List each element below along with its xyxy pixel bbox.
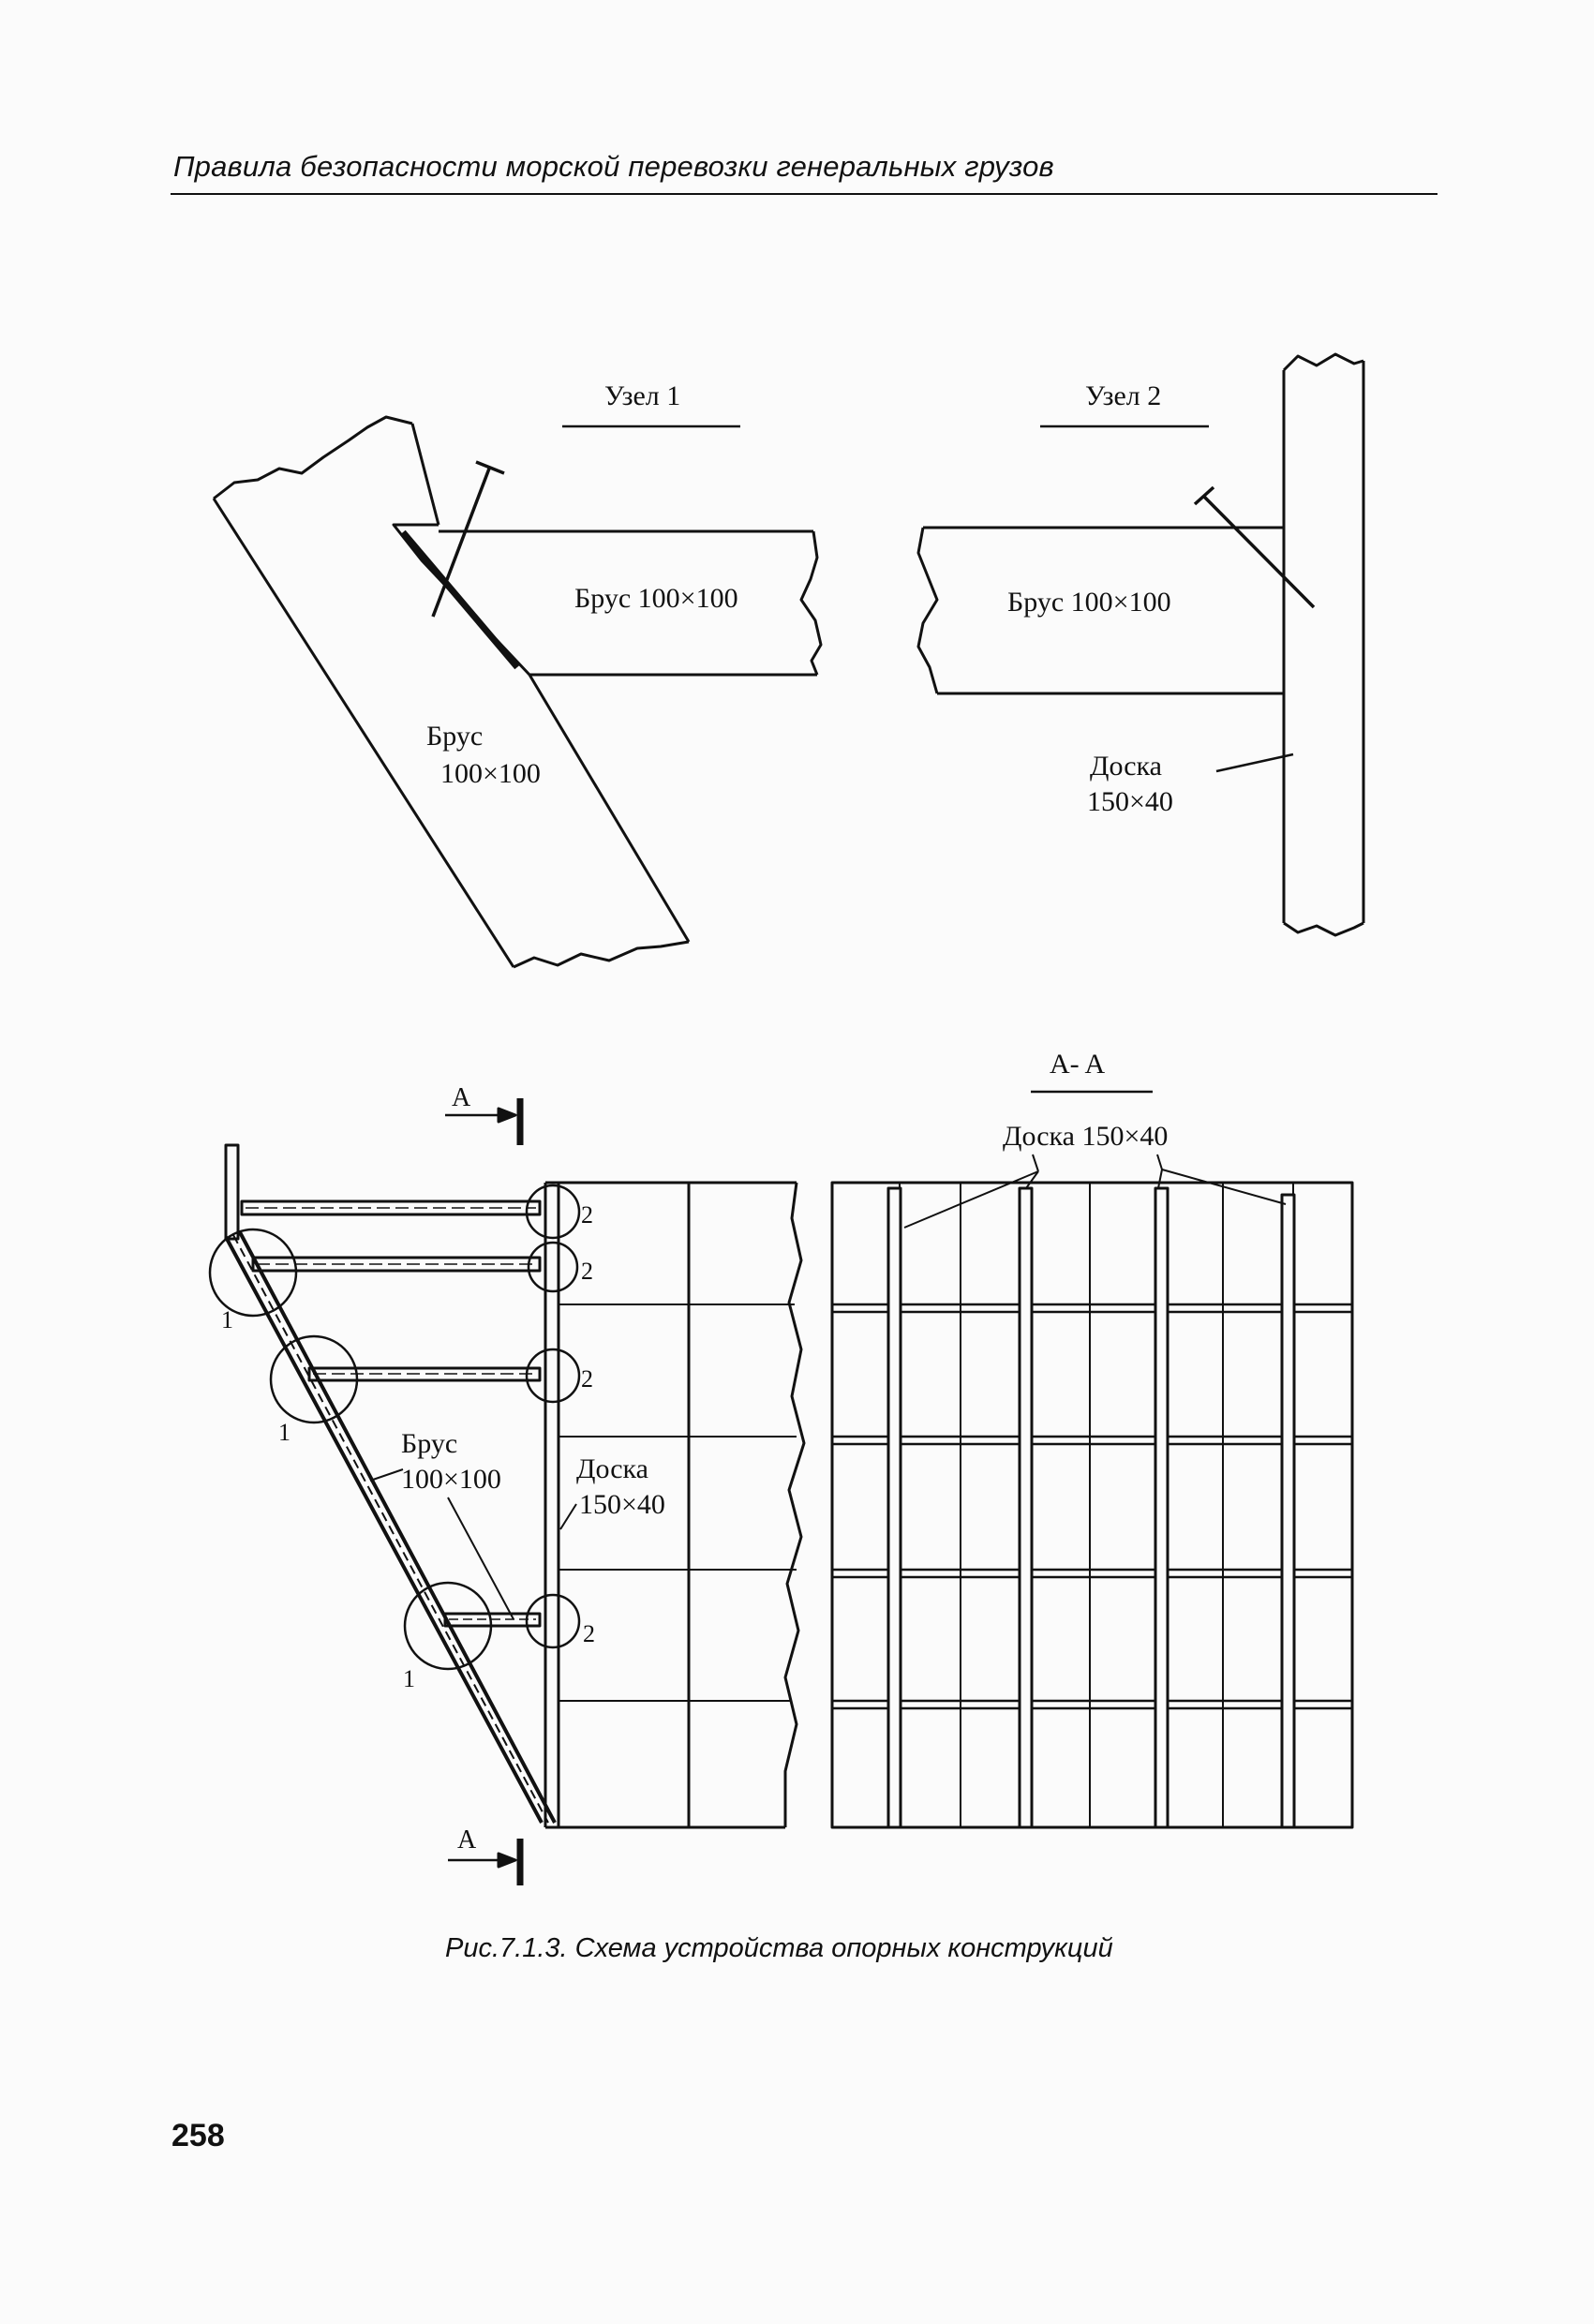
main-brace-leader-a [369,1468,404,1482]
wall-break-line [783,1182,806,1827]
node-1-callout-b: 1 [278,1419,290,1446]
node-1-circle-a [208,1228,298,1318]
node-1-callout-a: 1 [221,1306,233,1333]
strut-2 [251,1256,542,1273]
node-2-nail [1202,495,1316,609]
node-1-beam-label: Брус 100×100 [574,583,738,614]
node-2-beam-break [916,527,939,694]
node-1-nail-head [475,460,505,475]
node-2-board-break-top [1282,352,1364,372]
node-2-callout-c: 2 [581,1365,593,1393]
node-2-callout-a: 2 [581,1201,593,1229]
node-2-circle-a [525,1184,581,1240]
strut-3 [307,1366,542,1382]
node-2-circle-b [527,1241,579,1293]
node-1-circle-b [269,1334,359,1424]
node-2-detail: Узел 2 Брус 100×100 Доска 150×40 [916,352,1365,937]
main-board-label-line1: Доска [576,1453,648,1484]
section-board-1 [886,1186,902,1829]
horizontal-struts [240,1199,542,1628]
node-1-title: Узел 1 [604,380,680,411]
node-1-brace-right-edge [528,674,691,943]
figure-caption: Рис.7.1.3. Схема устройства опорных конс… [445,1933,1113,1963]
node-1-brace-label-line1: Брус [426,721,483,752]
node-2-callout-d: 2 [583,1620,595,1647]
node-2-nail-head [1193,485,1215,506]
section-board-2 [1018,1186,1034,1829]
section-boards [886,1186,1296,1829]
node-2-board-leader [1215,752,1294,773]
strut-4 [443,1612,542,1628]
node-2-board-label-line1: Доска [1090,751,1162,782]
section-mark-bottom-letter: A [457,1825,477,1855]
section-grid-horizontals [832,1303,1352,1710]
diagonal-brace-inner [238,1231,557,1824]
section-grid-verticals [899,1183,1294,1827]
node-2-circle-c [525,1348,581,1404]
section-frame [830,1181,1354,1829]
running-header: Правила безопасности морской перевозки г… [173,150,1054,183]
node-1-brace-break-top [213,415,413,500]
strut-1 [240,1199,542,1216]
page-number: 258 [171,2118,225,2153]
section-title: A- A [1050,1049,1106,1080]
section-a-a: A- A Доска 150×40 [830,1049,1354,1829]
main-board-label-line2: 150×40 [579,1489,665,1520]
node-1-detail: Узел 1 Брус 100×100 Брус 100×100 [212,380,823,969]
section-board-leaders [903,1154,1287,1229]
brace-top-post [224,1143,240,1241]
section-mark-bottom-arrowhead [497,1852,517,1869]
section-board-label: Доска 150×40 [1003,1121,1168,1152]
node-1-beam-break [799,530,823,676]
section-board-3 [1154,1186,1169,1829]
section-board-4 [1280,1193,1296,1829]
node-2-beam-label: Брус 100×100 [1007,587,1171,618]
main-brace-label-line2: 100×100 [401,1464,501,1495]
node-2-circle-d [525,1593,581,1649]
node-2-title: Узел 2 [1085,380,1161,411]
node-1-circle-c [403,1581,493,1671]
main-brace-leader-b [447,1497,514,1620]
node-1-callout-c: 1 [403,1665,415,1692]
section-mark-top-arrowhead [497,1107,517,1124]
node-2-board-break-bottom [1283,921,1364,937]
node-2-callout-b: 2 [581,1258,593,1285]
node-1-notch-shadow [400,529,520,670]
node-2-board-label-line2: 150×40 [1087,786,1173,817]
main-elevation: A A [208,1083,806,1885]
diagonal-brace-outer [224,1236,544,1824]
node-1-brace-notch-a [410,423,440,526]
section-mark-top-letter: A [452,1083,471,1112]
diagonal-brace-hatch [232,1234,549,1824]
node-1-callouts [208,1228,493,1671]
main-brace-label-line1: Брус [401,1428,457,1459]
node-1-brace-left-edge [212,498,515,968]
node-1-brace-label-line2: 100×100 [440,758,541,789]
node-1-nail [431,468,491,618]
node-2-callouts [525,1184,581,1649]
header-rule [171,193,1438,195]
node-1-brace-break-bottom [513,940,690,969]
main-board-leader [559,1503,577,1530]
